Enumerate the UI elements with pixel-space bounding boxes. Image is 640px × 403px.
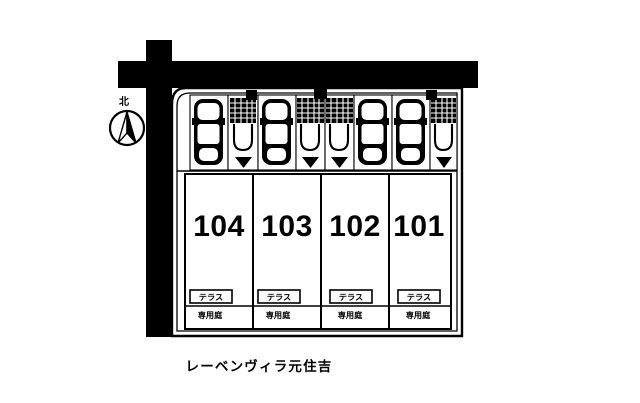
car-top-view-icon [394, 99, 427, 165]
site-inner-outline [176, 92, 458, 332]
unit-102-number: 102 [329, 210, 381, 243]
parking-space-103[interactable] [257, 94, 297, 171]
unit-104-garden-label: 専用庭 [198, 310, 223, 320]
direction-arrow-icon [302, 157, 319, 168]
road-group [118, 40, 478, 337]
vertical-road [146, 40, 172, 337]
stair-grid-icon [297, 98, 324, 123]
unit-102-terrace-box [329, 289, 373, 304]
car-top-view-icon [192, 99, 225, 165]
unit-101-terrace-label: テラス [407, 293, 431, 302]
unit-103-garden-label: 専用庭 [266, 310, 291, 320]
direction-arrow-icon [331, 157, 348, 168]
unit-103-number: 103 [261, 210, 313, 243]
car-top-view-icon [356, 99, 389, 165]
entrance-stair-101[interactable] [426, 90, 458, 171]
porch-arc [433, 124, 454, 152]
unit-101-terrace-box [397, 289, 441, 304]
unit-104-number: 104 [193, 210, 245, 243]
stair-grid-icon [314, 88, 353, 123]
compass-north-label: 北 [119, 95, 129, 108]
entrance-stair-102[interactable] [314, 88, 355, 171]
unit-101[interactable]: 101 テラス 専用庭 [388, 173, 452, 330]
car-top-view-icon [260, 99, 293, 165]
unit-103-terrace-label: テラス [267, 293, 291, 302]
unit-103-terrace-box [257, 289, 301, 304]
page-title: レーベンヴィラ元住吉 [186, 358, 333, 374]
parking-entrance-band [177, 88, 458, 172]
direction-arrow-icon [436, 157, 452, 168]
unit-blocks: 104 テラス 専用庭 103 テラス 専用庭 102 テラス [184, 173, 452, 330]
horizontal-road [118, 61, 478, 88]
porch-arc [299, 124, 321, 152]
unit-104[interactable]: 104 テラス 専用庭 [184, 173, 254, 330]
unit-102[interactable]: 102 テラス 専用庭 [320, 173, 390, 330]
unit-102-terrace-label: テラス [339, 293, 363, 302]
direction-arrow-icon [235, 157, 252, 168]
unit-104-terrace-box [189, 289, 233, 304]
parking-space-101[interactable] [391, 94, 431, 171]
porch-arc [328, 124, 350, 152]
unit-103[interactable]: 103 テラス 専用庭 [252, 173, 322, 330]
north-compass: 北 [108, 95, 146, 147]
parking-space-104[interactable] [189, 94, 229, 171]
porch-arc [232, 124, 254, 152]
unit-101-number: 101 [393, 210, 445, 243]
stair-grid-icon [426, 90, 456, 123]
unit-102-garden-label: 専用庭 [338, 310, 363, 320]
stair-grid-icon [230, 90, 257, 123]
entrance-stair-104[interactable] [227, 90, 259, 171]
entrance-stair-103[interactable] [295, 94, 326, 171]
parking-space-102[interactable] [353, 94, 393, 171]
unit-101-garden-label: 専用庭 [406, 310, 431, 320]
compass-needle-dark [126, 111, 137, 144]
unit-104-terrace-label: テラス [199, 293, 223, 302]
